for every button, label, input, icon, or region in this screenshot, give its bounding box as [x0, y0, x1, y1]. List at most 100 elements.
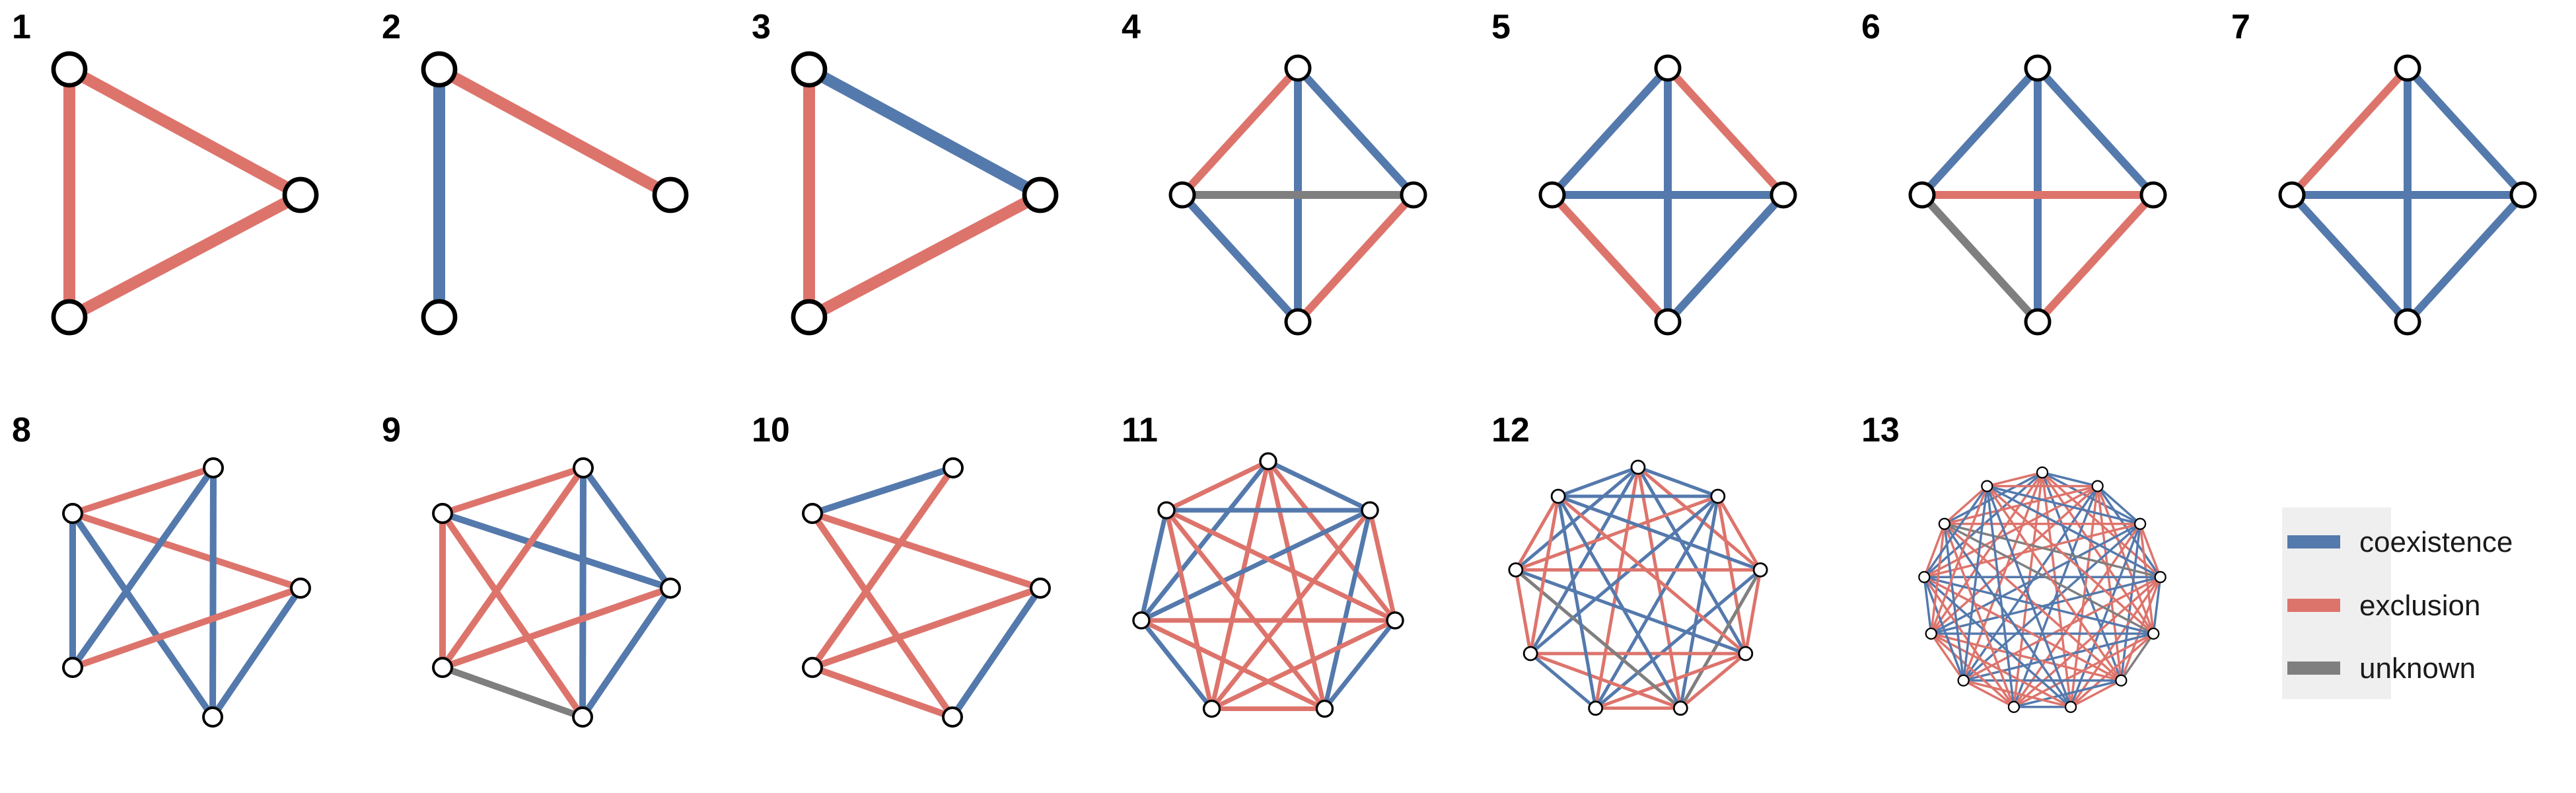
node: [791, 51, 828, 88]
edge-exclusion: [2034, 192, 2157, 325]
edge-exclusion: [1986, 471, 2043, 488]
edge-coexistence: [209, 586, 304, 719]
edge-coexistence: [2096, 485, 2162, 578]
edge-exclusion: [809, 466, 956, 669]
node: [1752, 562, 1768, 578]
edge-coexistence: [1962, 486, 1989, 681]
node: [202, 706, 223, 728]
panel-label-4: 4: [1122, 8, 1141, 46]
edge-exclusion: [1930, 632, 1965, 681]
panel-label-8: 8: [12, 411, 31, 449]
edge-coexistence: [2034, 65, 2157, 198]
edge-exclusion: [1923, 576, 2122, 682]
edge-exclusion: [1549, 192, 1671, 325]
edge-exclusion: [1930, 485, 1988, 634]
node: [1630, 459, 1646, 475]
edge-coexistence: [1556, 496, 1598, 709]
edge-coexistence: [2096, 485, 2141, 525]
legend-item-coexistence: coexistence: [2287, 526, 2513, 558]
node: [1738, 646, 1754, 661]
panel-11: 11: [1122, 411, 1404, 718]
edge-exclusion: [811, 585, 1042, 671]
edge-exclusion: [1594, 652, 1746, 710]
edge-coexistence: [1986, 484, 2141, 525]
edge-coexistence: [2152, 577, 2162, 634]
node: [573, 457, 594, 478]
node: [2147, 627, 2160, 640]
edge-coexistence: [2404, 65, 2526, 198]
edge-exclusion: [1514, 569, 1532, 654]
edge-exclusion: [809, 511, 956, 719]
node: [1981, 480, 1993, 492]
node: [1538, 181, 1566, 209]
edge-exclusion: [811, 510, 1042, 591]
edge-coexistence: [1179, 192, 1301, 325]
edge-coexistence: [1515, 466, 1639, 572]
panel-9: 9: [382, 411, 681, 728]
edge-coexistence: [1529, 652, 1597, 710]
node: [1550, 488, 1566, 504]
edge-exclusion: [1528, 496, 1560, 654]
edge-coexistence: [580, 466, 674, 590]
edge-coexistence: [1529, 495, 1719, 655]
node: [1284, 54, 1312, 82]
edge-exclusion: [1943, 485, 1988, 525]
network-graph-9: [432, 457, 681, 728]
node: [1770, 181, 1797, 209]
edge-coexistence: [2042, 471, 2098, 488]
node: [2134, 517, 2147, 530]
edge-exclusion: [1986, 485, 2155, 635]
edge-exclusion: [1930, 632, 2015, 708]
network-graph-5: [1538, 54, 1797, 336]
node: [1938, 517, 1950, 530]
edge-coexistence: [1139, 459, 1270, 623]
edge-exclusion: [1943, 523, 2122, 682]
node: [1132, 611, 1151, 630]
edge-exclusion: [1943, 523, 2015, 708]
edge-exclusion: [1515, 494, 1719, 572]
panel-label-11: 11: [1122, 411, 1158, 449]
node: [1672, 700, 1688, 716]
edge-coexistence: [1923, 576, 2154, 635]
edge-coexistence: [1557, 465, 1639, 498]
edge-exclusion: [1266, 459, 1397, 623]
node: [1957, 674, 1970, 687]
node: [1202, 699, 1221, 718]
network-graph-10: [802, 457, 1051, 728]
panel-12: 12: [1491, 411, 1768, 716]
edge-unknown: [1515, 568, 1682, 710]
node: [1259, 452, 1277, 471]
edge-coexistence: [1557, 494, 1761, 572]
legend-label-exclusion: exclusion: [2359, 589, 2480, 622]
edge-coexistence: [1923, 577, 1933, 634]
node: [2394, 308, 2421, 336]
node: [943, 457, 964, 478]
edge-unknown: [1919, 192, 2041, 325]
edge-unknown: [2120, 632, 2155, 681]
edge-exclusion: [1209, 508, 1372, 710]
edge-coexistence: [1678, 496, 1720, 709]
edge-exclusion: [811, 664, 954, 720]
edge-exclusion: [1530, 652, 1682, 710]
node: [1157, 501, 1176, 519]
edge-exclusion: [1209, 461, 1271, 710]
panel-label-3: 3: [752, 8, 771, 46]
edge-coexistence: [69, 466, 217, 669]
edge-exclusion: [1931, 632, 2122, 682]
edge-exclusion: [1636, 467, 1682, 709]
edge-exclusion: [1923, 485, 2098, 578]
edge-coexistence: [1140, 508, 1371, 623]
edge-coexistence: [1267, 459, 1371, 513]
legend-label-unknown: unknown: [2359, 652, 2476, 685]
panel-10: 10: [752, 411, 1051, 728]
edge-coexistence: [2042, 471, 2141, 525]
node: [421, 51, 458, 88]
edge-exclusion: [1716, 495, 1762, 571]
edge-exclusion: [1557, 495, 1747, 655]
node: [1168, 181, 1196, 209]
panel-label-6: 6: [1861, 8, 1880, 46]
edge-coexistence: [1322, 510, 1373, 710]
node: [1925, 627, 1937, 640]
legend: coexistence exclusion unknown: [2282, 508, 2513, 699]
